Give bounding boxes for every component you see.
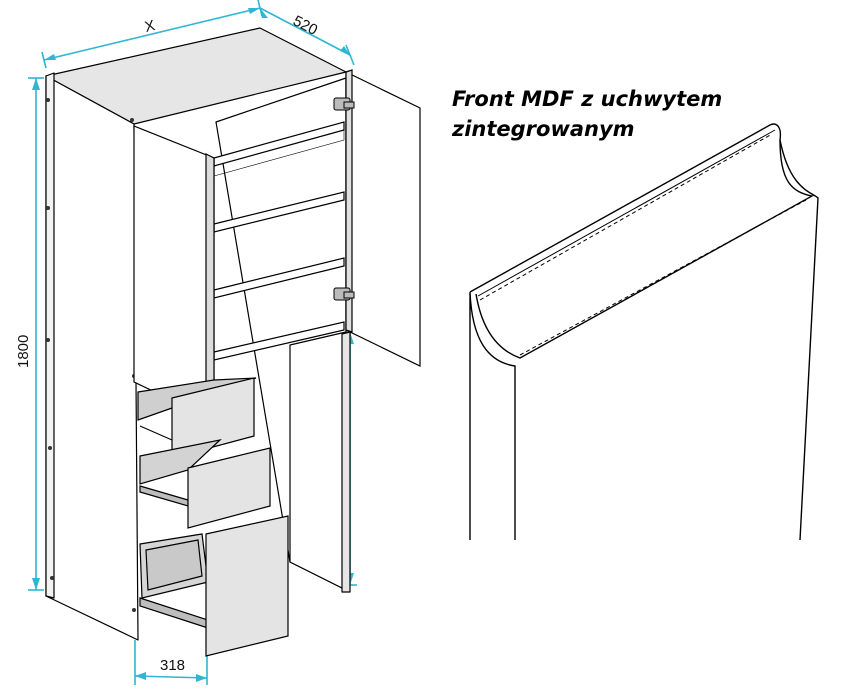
left-upper-door	[133, 125, 215, 421]
width-label: X	[143, 17, 157, 36]
mdf-front-illustration	[469, 123, 819, 541]
depth-label: 520	[290, 12, 320, 39]
width-dimension-line	[43, 7, 261, 61]
height-label: 1800	[15, 335, 32, 368]
depth-dimension-line	[259, 7, 351, 56]
drawer-2-rail	[139, 485, 189, 507]
screw-dots	[46, 98, 136, 612]
caption-line-2: zintegrowanym	[452, 117, 635, 141]
drawers	[137, 377, 289, 657]
drawer-3-front	[205, 515, 289, 657]
dimension-arrows	[32, 8, 354, 682]
front-mdf-caption: Front MDF z uchwytem zintegrowanym	[452, 84, 782, 144]
right-upper-door	[345, 69, 421, 367]
drawer-width-dimension-line	[134, 675, 208, 679]
mdf-handle-groove	[475, 139, 815, 359]
drawer-3-rail	[139, 597, 209, 629]
drawer-2-front	[187, 447, 271, 529]
drawer-1-front	[171, 377, 255, 459]
caption-line-1: Front MDF z uchwytem	[452, 87, 723, 111]
cabinet-right-lower	[289, 331, 347, 591]
shelves	[213, 121, 345, 361]
mdf-panel-outline	[469, 123, 819, 541]
cabinet-left-side	[45, 75, 139, 641]
door-hinges	[333, 97, 355, 301]
drawer-width-label: 318	[160, 657, 185, 674]
